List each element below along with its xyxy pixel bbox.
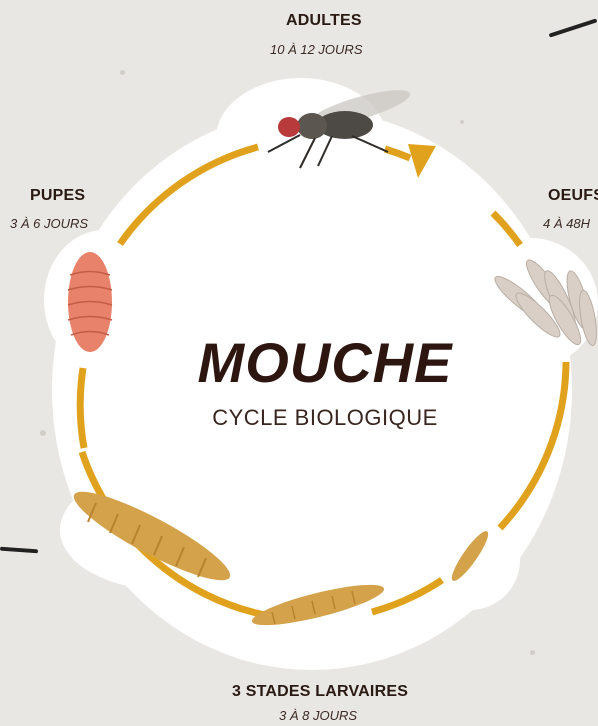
pupa-icon <box>68 252 112 352</box>
fly-icon <box>268 83 413 168</box>
larva-icon <box>447 527 493 584</box>
cycle-arc-right <box>500 362 566 528</box>
cycle-arc-bottom-right <box>372 580 442 612</box>
larva-icon <box>249 577 387 633</box>
stage-title-oeufs: OEUFS <box>548 187 598 205</box>
stage-title-adultes: ADULTES <box>286 12 362 30</box>
stage-duration-pupes: 3 À 6 JOURS <box>10 216 88 231</box>
stage-duration-adultes: 10 À 12 JOURS <box>270 42 363 57</box>
stage-duration-oeufs: 4 À 48H <box>543 216 590 231</box>
diagram-subtitle: CYCLE BIOLOGIQUE <box>170 405 480 431</box>
cycle-arc-top-right <box>385 149 410 158</box>
cycle-arc-top-left <box>120 147 258 244</box>
cycle-arc-left <box>80 368 84 448</box>
diagram-title: MOUCHE <box>180 330 470 395</box>
larva-icon <box>66 479 238 593</box>
stage-title-pupes: PUPES <box>30 187 85 205</box>
cycle-arc-right-top <box>493 213 520 245</box>
stage-title-larves: 3 STADES LARVAIRES <box>232 683 408 701</box>
cycle-arrow-icon <box>408 144 436 178</box>
eggs-icon <box>490 256 598 348</box>
stage-duration-larves: 3 À 8 JOURS <box>279 708 357 723</box>
